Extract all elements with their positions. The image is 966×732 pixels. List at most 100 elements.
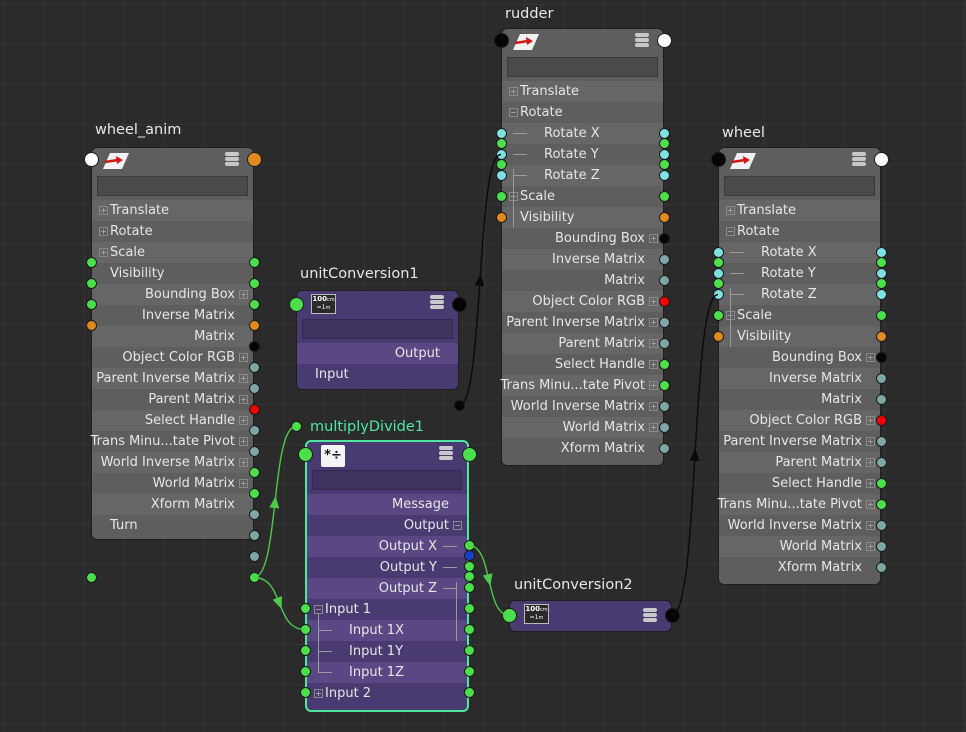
- attribute-input[interactable]: Input: [297, 364, 458, 385]
- attribute-xform-matrix[interactable]: Xform Matrix: [719, 557, 880, 578]
- node-menu-icon[interactable]: [225, 152, 239, 168]
- output-port[interactable]: [875, 415, 887, 426]
- output-port[interactable]: [248, 467, 260, 478]
- attribute-message[interactable]: Message: [307, 494, 467, 515]
- output-port[interactable]: [248, 530, 260, 541]
- output-port[interactable]: [875, 520, 887, 531]
- attribute-select-handle[interactable]: Select Handle: [92, 410, 253, 431]
- attribute-visibility[interactable]: Visibility: [92, 263, 253, 284]
- attribute-output[interactable]: Output: [297, 343, 458, 364]
- output-port[interactable]: [463, 561, 475, 572]
- output-port[interactable]: [246, 151, 262, 167]
- output-port[interactable]: [463, 571, 475, 582]
- output-port[interactable]: [875, 562, 887, 573]
- output-port[interactable]: [875, 499, 887, 510]
- output-port[interactable]: [658, 338, 670, 349]
- expand-icon[interactable]: [239, 374, 248, 383]
- attribute-scale[interactable]: Scale: [719, 305, 880, 326]
- attribute-parent-matrix[interactable]: Parent Matrix: [92, 389, 253, 410]
- node-name-field[interactable]: [312, 470, 462, 490]
- output-port[interactable]: [248, 446, 260, 457]
- output-port[interactable]: [658, 212, 670, 223]
- attribute-translate[interactable]: Translate: [719, 200, 880, 221]
- output-port[interactable]: [461, 446, 477, 462]
- attribute-trans-minu-tate-pivot[interactable]: Trans Minu...tate Pivot: [718, 494, 880, 515]
- attribute-bounding-box[interactable]: Bounding Box: [502, 228, 663, 249]
- attribute-translate[interactable]: Translate: [92, 200, 253, 221]
- node-unitconversion2[interactable]: 100cm=1m: [509, 600, 672, 632]
- attribute-world-matrix[interactable]: World Matrix: [92, 473, 253, 494]
- output-port[interactable]: [463, 603, 475, 614]
- expand-icon[interactable]: [649, 423, 658, 432]
- input-port[interactable]: [290, 421, 302, 432]
- attribute-rotate[interactable]: Rotate: [502, 102, 663, 123]
- node-name-field[interactable]: [507, 57, 658, 77]
- output-port[interactable]: [658, 191, 670, 202]
- input-port[interactable]: [712, 310, 724, 321]
- input-port[interactable]: [297, 446, 313, 462]
- output-port[interactable]: [451, 296, 467, 312]
- output-port[interactable]: [463, 540, 475, 551]
- output-port[interactable]: [658, 149, 670, 160]
- expand-icon[interactable]: [239, 437, 248, 446]
- expand-icon[interactable]: [649, 381, 658, 390]
- attribute-object-color-rgb[interactable]: Object Color RGB: [92, 347, 253, 368]
- attribute-scale[interactable]: Scale: [502, 186, 663, 207]
- node-name-field[interactable]: [302, 319, 453, 339]
- output-port[interactable]: [875, 310, 887, 321]
- output-port[interactable]: [463, 550, 475, 561]
- expand-icon[interactable]: [239, 395, 248, 404]
- node-menu-icon[interactable]: [439, 446, 453, 462]
- output-port[interactable]: [463, 687, 475, 698]
- attribute-input-1y[interactable]: Input 1Y: [307, 641, 467, 662]
- output-port[interactable]: [875, 278, 887, 289]
- expand-icon[interactable]: [866, 437, 875, 446]
- expand-icon[interactable]: [509, 87, 518, 96]
- expand-icon[interactable]: [866, 521, 875, 530]
- output-port[interactable]: [248, 572, 260, 583]
- expand-icon[interactable]: [239, 290, 248, 299]
- connection-unitconversion1-output-to-rudder-rotate-y[interactable]: [458, 153, 502, 407]
- attribute-input-1z[interactable]: Input 1Z: [307, 662, 467, 683]
- attribute-world-inverse-matrix[interactable]: World Inverse Matrix: [719, 515, 880, 536]
- output-port[interactable]: [248, 404, 260, 415]
- input-port[interactable]: [85, 572, 97, 583]
- collapse-icon[interactable]: [314, 605, 323, 614]
- expand-icon[interactable]: [239, 416, 248, 425]
- output-port[interactable]: [463, 582, 475, 593]
- attribute-parent-inverse-matrix[interactable]: Parent Inverse Matrix: [719, 431, 880, 452]
- output-port[interactable]: [658, 275, 670, 286]
- output-port[interactable]: [875, 257, 887, 268]
- expand-icon[interactable]: [649, 360, 658, 369]
- attribute-world-inverse-matrix[interactable]: World Inverse Matrix: [92, 452, 253, 473]
- output-port[interactable]: [658, 422, 670, 433]
- node-menu-icon[interactable]: [635, 33, 649, 49]
- attribute-world-matrix[interactable]: World Matrix: [719, 536, 880, 557]
- input-port[interactable]: [712, 247, 724, 258]
- node-menu-icon[interactable]: [852, 152, 866, 168]
- output-port[interactable]: [658, 170, 670, 181]
- attribute-output-x[interactable]: Output X: [307, 536, 467, 557]
- input-port[interactable]: [712, 257, 724, 268]
- output-port[interactable]: [875, 457, 887, 468]
- expand-icon[interactable]: [866, 458, 875, 467]
- output-port[interactable]: [248, 362, 260, 373]
- expand-icon[interactable]: [866, 500, 875, 509]
- attribute-parent-inverse-matrix[interactable]: Parent Inverse Matrix: [92, 368, 253, 389]
- attribute-matrix[interactable]: Matrix: [719, 389, 880, 410]
- input-port[interactable]: [299, 687, 311, 698]
- output-port[interactable]: [658, 359, 670, 370]
- input-port[interactable]: [712, 331, 724, 342]
- node-name-field[interactable]: [724, 176, 875, 196]
- attribute-bounding-box[interactable]: Bounding Box: [719, 347, 880, 368]
- attribute-xform-matrix[interactable]: Xform Matrix: [502, 438, 663, 459]
- attribute-select-handle[interactable]: Select Handle: [502, 354, 663, 375]
- node-header[interactable]: 100cm=1m: [297, 291, 458, 315]
- node-header[interactable]: [719, 148, 880, 172]
- output-port[interactable]: [248, 425, 260, 436]
- output-port[interactable]: [658, 254, 670, 265]
- attribute-rotate-y[interactable]: Rotate Y: [502, 144, 663, 165]
- input-port[interactable]: [288, 296, 304, 312]
- output-port[interactable]: [656, 32, 672, 48]
